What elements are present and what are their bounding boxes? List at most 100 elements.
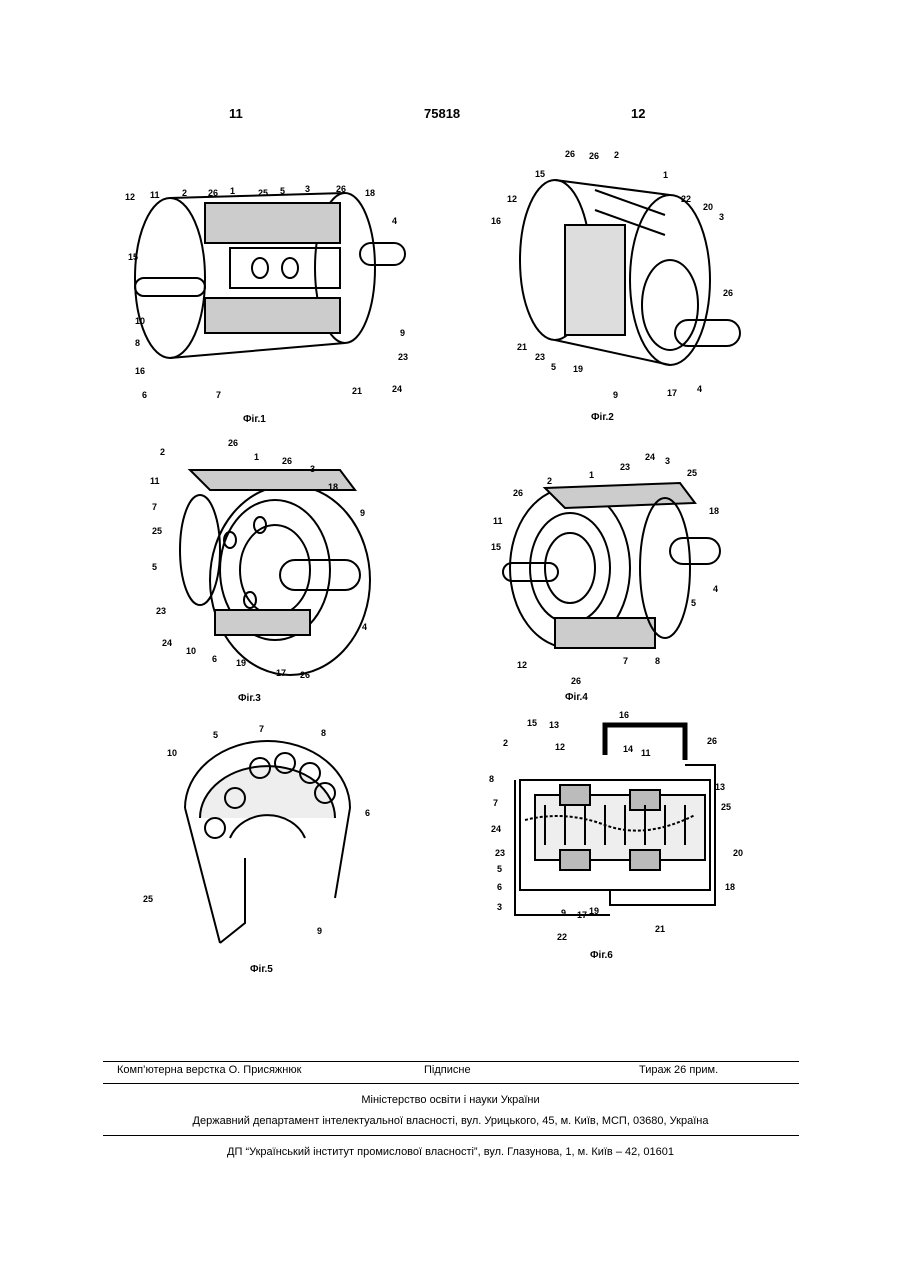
fig2-label: 1 bbox=[663, 170, 668, 180]
fig1-label: 4 bbox=[392, 216, 397, 226]
fig6-label: 14 bbox=[623, 744, 633, 754]
fig5-label: 10 bbox=[167, 748, 177, 758]
circulation-note: Тираж 26 прим. bbox=[639, 1064, 718, 1076]
footer-divider bbox=[103, 1083, 799, 1084]
fig3-label: 4 bbox=[362, 622, 367, 632]
fig3-label: 26 bbox=[228, 438, 238, 448]
fig3-label: 5 bbox=[152, 562, 157, 572]
fig2-label: 20 bbox=[703, 202, 713, 212]
fig4-label: 26 bbox=[513, 488, 523, 498]
fig2-label: 17 bbox=[667, 388, 677, 398]
fig2-label: 26 bbox=[723, 288, 733, 298]
fig2-label: 12 bbox=[507, 194, 517, 204]
fig4-label: 11 bbox=[493, 516, 503, 526]
fig6-label: 13 bbox=[549, 720, 559, 730]
fig2-label: 9 bbox=[613, 390, 618, 400]
fig6-label: 16 bbox=[619, 710, 629, 720]
fig5-label: 7 bbox=[259, 724, 264, 734]
fig2-label: 16 bbox=[491, 216, 501, 226]
fig6-label: 12 bbox=[555, 742, 565, 752]
fig3-label: 18 bbox=[328, 482, 338, 492]
fig1-label: 23 bbox=[398, 352, 408, 362]
fig4-label: 15 bbox=[491, 542, 501, 552]
fig6-label: 11 bbox=[641, 748, 651, 758]
fig4-label: 23 bbox=[620, 462, 630, 472]
fig4-label: 8 bbox=[655, 656, 660, 666]
fig2-label: 21 bbox=[517, 342, 527, 352]
fig4-label: 25 bbox=[687, 468, 697, 478]
fig2-label: 23 bbox=[535, 352, 545, 362]
fig6-label: 20 bbox=[733, 848, 743, 858]
fig3-label: 11 bbox=[150, 476, 160, 486]
fig6-label: 2 bbox=[503, 738, 508, 748]
fig6-label: 15 bbox=[527, 718, 537, 728]
fig4-label: 4 bbox=[713, 584, 718, 594]
fig3-label: 3 bbox=[310, 464, 315, 474]
fig1-label: 12 bbox=[125, 192, 135, 202]
patent-number: 75818 bbox=[424, 106, 460, 121]
fig6-label: 23 bbox=[495, 848, 505, 858]
ministry-line: Міністерство освіти і науки України bbox=[0, 1094, 901, 1106]
fig3-label: 26 bbox=[300, 670, 310, 680]
fig3-label: 7 bbox=[152, 502, 157, 512]
fig2-label: 5 bbox=[551, 362, 556, 372]
fig6-label: 18 bbox=[725, 882, 735, 892]
figure-1-drawing: 12 11 2 26 1 25 5 3 26 18 4 15 10 8 16 6… bbox=[110, 148, 410, 418]
figure-3: 2 26 1 26 3 11 18 7 9 25 5 23 24 10 6 19… bbox=[140, 430, 380, 685]
figure-6-drawing: 15 13 16 2 12 14 11 26 8 13 7 25 24 20 2… bbox=[485, 710, 755, 945]
fig6-label: 22 bbox=[557, 932, 567, 942]
fig1-label: 5 bbox=[280, 186, 285, 196]
fig4-label: 26 bbox=[571, 676, 581, 686]
fig4-label: 7 bbox=[623, 656, 628, 666]
figure-2-caption: Фіг.2 bbox=[591, 412, 614, 423]
fig6-label: 26 bbox=[707, 736, 717, 746]
figure-6-caption: Фіг.6 bbox=[590, 950, 613, 961]
figure-4: 2 1 23 24 3 25 26 18 11 15 4 5 12 26 7 8 bbox=[485, 448, 735, 688]
fig2-label: 3 bbox=[719, 212, 724, 222]
figure-4-caption: Фіг.4 bbox=[565, 692, 588, 703]
typesetter-credit: Комп’ютерна верстка О. Присяжнюк bbox=[117, 1064, 301, 1076]
fig2-label: 26 bbox=[565, 149, 575, 159]
fig4-label: 5 bbox=[691, 598, 696, 608]
fig1-label: 26 bbox=[208, 188, 218, 198]
fig4-label: 2 bbox=[547, 476, 552, 486]
fig5-label: 9 bbox=[317, 926, 322, 936]
fig5-label: 6 bbox=[365, 808, 370, 818]
fig6-label: 17 bbox=[577, 910, 587, 920]
fig3-label: 26 bbox=[282, 456, 292, 466]
fig6-label: 5 bbox=[497, 864, 502, 874]
figure-5: 5 7 8 10 6 25 9 bbox=[135, 718, 380, 953]
fig3-label: 25 bbox=[152, 526, 162, 536]
fig6-label: 6 bbox=[497, 882, 502, 892]
fig1-label: 21 bbox=[352, 386, 362, 396]
fig1-label: 15 bbox=[128, 252, 138, 262]
fig6-label: 8 bbox=[489, 774, 494, 784]
fig6-label: 21 bbox=[655, 924, 665, 934]
fig5-label: 25 bbox=[143, 894, 153, 904]
fig4-label: 3 bbox=[665, 456, 670, 466]
department-line: Державний департамент інтелектуальної вл… bbox=[0, 1115, 901, 1127]
footer-divider bbox=[103, 1061, 799, 1062]
fig1-label: 18 bbox=[365, 188, 375, 198]
figure-3-caption: Фіг.3 bbox=[238, 693, 261, 704]
fig1-label: 11 bbox=[150, 190, 160, 200]
figure-1: 12 11 2 26 1 25 5 3 26 18 4 15 10 8 16 6… bbox=[110, 148, 410, 418]
fig1-label: 9 bbox=[400, 328, 405, 338]
institute-line: ДП “Український інститут промислової вла… bbox=[0, 1146, 901, 1158]
fig1-label: 7 bbox=[216, 390, 221, 400]
left-page-number: 11 bbox=[229, 106, 243, 121]
fig1-label: 25 bbox=[258, 188, 268, 198]
fig1-label: 10 bbox=[135, 316, 145, 326]
fig3-label: 2 bbox=[160, 447, 165, 457]
fig1-label: 24 bbox=[392, 384, 402, 394]
fig1-label: 26 bbox=[336, 184, 346, 194]
figure-5-caption: Фіг.5 bbox=[250, 964, 273, 975]
fig6-label: 7 bbox=[493, 798, 498, 808]
fig4-label: 12 bbox=[517, 660, 527, 670]
fig6-label: 13 bbox=[715, 782, 725, 792]
fig2-label: 19 bbox=[573, 364, 583, 374]
fig4-label: 18 bbox=[709, 506, 719, 516]
signed-note: Підписне bbox=[424, 1064, 471, 1076]
fig1-label: 1 bbox=[230, 186, 235, 196]
fig3-label: 23 bbox=[156, 606, 166, 616]
